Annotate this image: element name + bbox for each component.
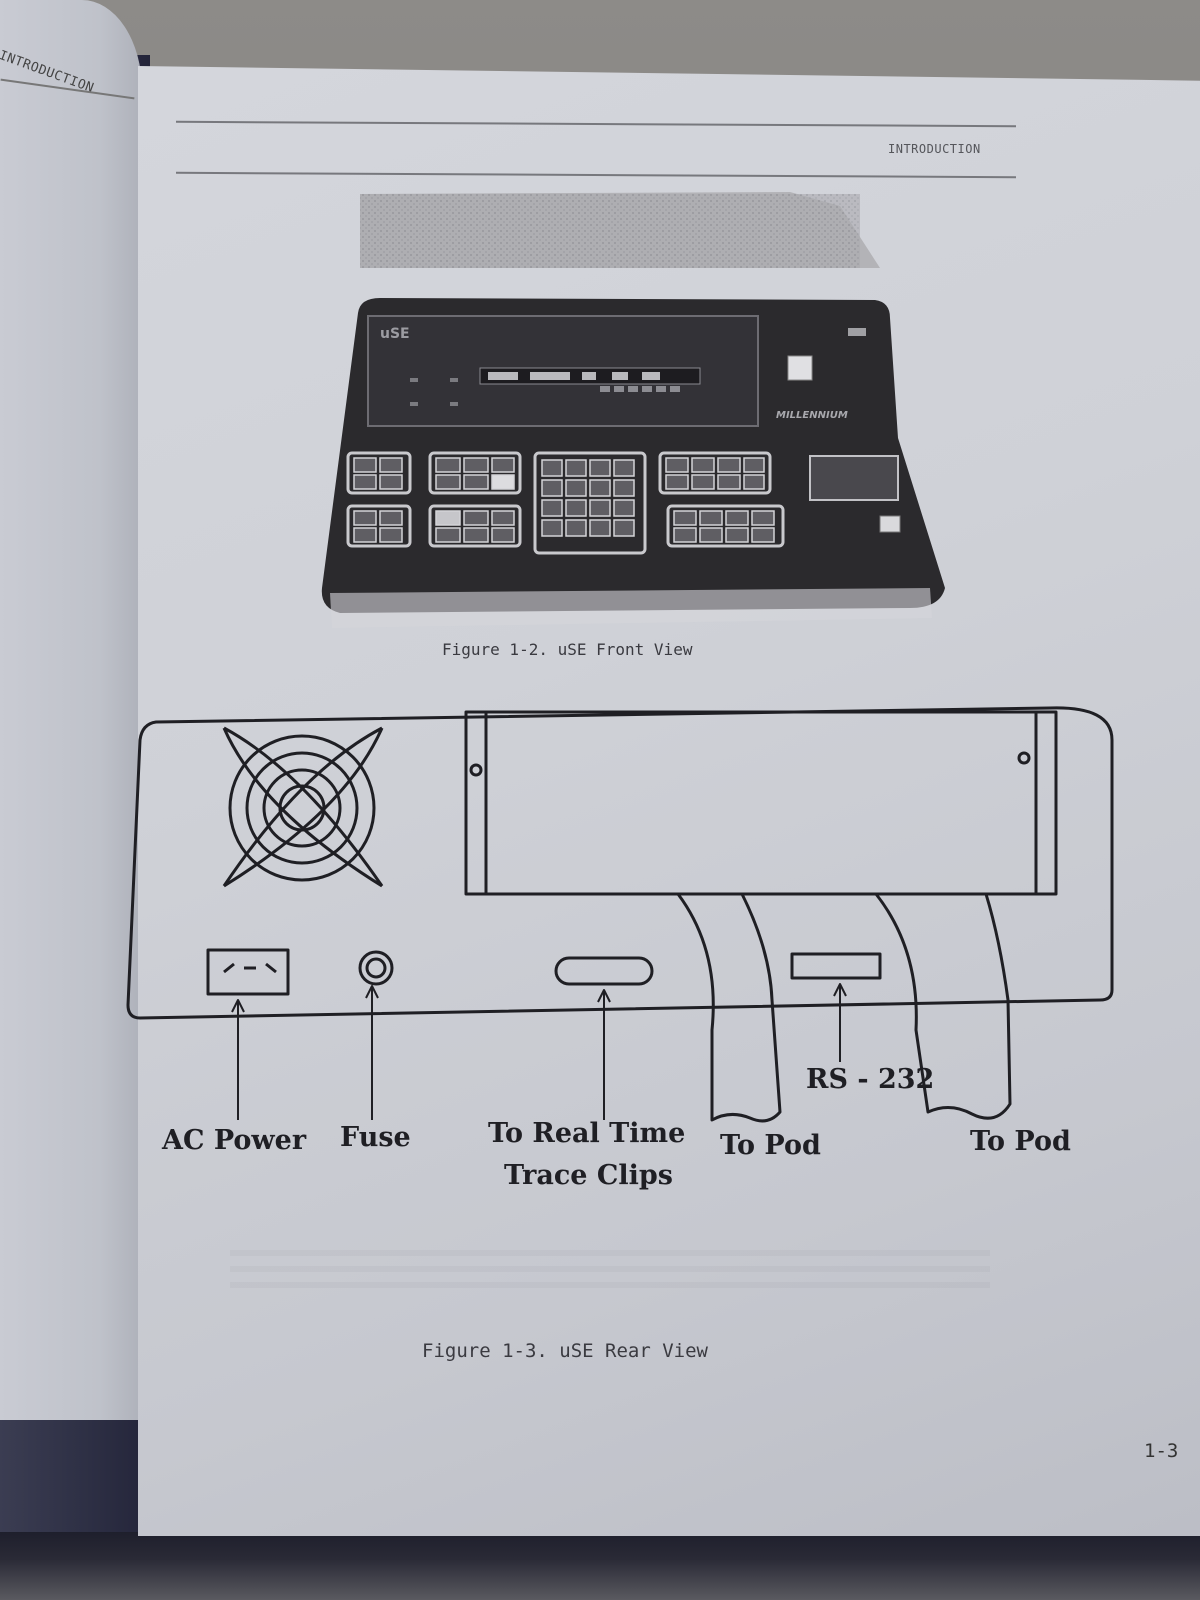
front-view-photo: uSE MILLENNIUM	[321, 192, 945, 628]
cage-screw-left	[469, 763, 483, 777]
label-trace-clips-line1: To Real Time	[488, 1118, 686, 1149]
pod-cable-1	[676, 893, 782, 1123]
label-fuse: Fuse	[340, 1122, 411, 1153]
binder-bottom	[0, 1532, 1200, 1600]
chassis-outline	[126, 706, 1114, 1020]
label-to-pod-1: To Pod	[720, 1130, 821, 1161]
callout-arrows	[231, 983, 847, 1120]
rear-view-drawing	[126, 706, 1114, 1123]
cage-screw-right	[1017, 751, 1031, 765]
label-ac-power: AC Power	[162, 1125, 307, 1156]
indicator	[848, 328, 866, 336]
reset-button	[879, 515, 901, 533]
label-rs232: RS - 232	[806, 1064, 935, 1095]
figure-1-2-caption: Figure 1-2. uSE Front View	[442, 640, 693, 659]
card-cage	[464, 710, 1058, 896]
label-to-pod-2: To Pod	[970, 1126, 1071, 1157]
trace-connector	[554, 956, 654, 986]
display-keys-lower	[600, 386, 680, 392]
keypad-groups	[346, 451, 785, 555]
figure-1-3-caption: Figure 1-3. uSE Rear View	[422, 1340, 708, 1362]
pod-cable-2	[874, 893, 1012, 1120]
page-number: 1-3	[1144, 1440, 1179, 1462]
bleed-through-text	[230, 1250, 990, 1296]
label-trace-clips-line2: Trace Clips	[504, 1160, 673, 1191]
fan-icon	[222, 726, 384, 888]
panel-brand: uSE	[380, 326, 410, 342]
keypad-keys	[353, 457, 775, 543]
display-keys	[488, 372, 660, 380]
previous-page-curl: INTRODUCTION	[0, 0, 142, 1420]
indicator-leds	[410, 378, 458, 406]
fuse-holder	[358, 950, 394, 986]
ac-power-socket	[206, 948, 290, 996]
panel-logo: MILLENNIUM	[776, 410, 848, 421]
rs232-port	[790, 952, 882, 980]
running-header: INTRODUCTION	[888, 142, 981, 156]
cartridge-slot	[809, 455, 899, 501]
power-switch	[787, 355, 813, 381]
